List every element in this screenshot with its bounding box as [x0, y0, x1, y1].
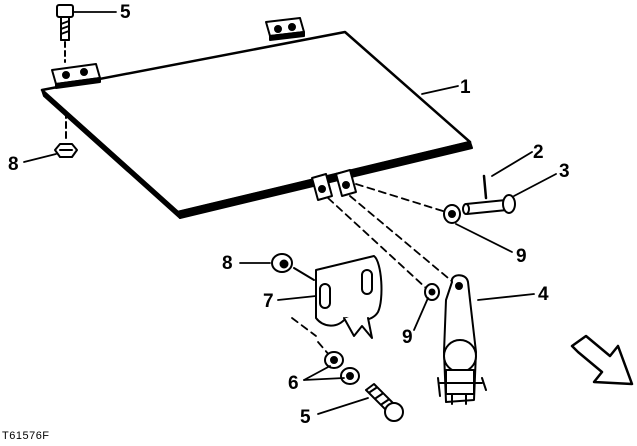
- hex-nut-mid: [271, 253, 293, 273]
- linkage-link: [437, 274, 487, 405]
- callout-5-bottom: 5: [300, 407, 311, 428]
- lock-washers: [324, 351, 360, 385]
- direction-arrow: [570, 334, 634, 386]
- leader-lines: [23, 11, 557, 415]
- washer-left: [424, 283, 440, 301]
- figure-id: T61576F: [2, 430, 50, 442]
- hinge-tab-left: [51, 63, 101, 89]
- leader-nut-to-bracket: [293, 267, 315, 281]
- callout-3: 3: [559, 161, 570, 182]
- cotter-pin: [482, 174, 488, 200]
- callout-4: 4: [538, 284, 549, 305]
- washer-right: [443, 204, 461, 224]
- callout-2: 2: [533, 142, 544, 163]
- hex-nut-left: [54, 143, 78, 158]
- clevis-pin: [462, 194, 516, 215]
- plate-part: [40, 30, 473, 219]
- callout-9-left: 9: [402, 327, 413, 348]
- cap-screw-bottom: [365, 383, 404, 422]
- callout-6: 6: [288, 373, 299, 394]
- hinge-tab-right: [265, 17, 305, 41]
- callout-9-right: 9: [516, 246, 527, 267]
- callout-5-top: 5: [120, 2, 131, 23]
- alignment-lines: [291, 183, 461, 357]
- callout-8-top: 8: [8, 154, 19, 175]
- callout-8-mid: 8: [222, 253, 233, 274]
- callout-7: 7: [263, 291, 274, 312]
- slotted-bracket: [315, 255, 383, 339]
- bracket-lugs: [311, 169, 357, 201]
- cap-screw-top: [56, 4, 74, 63]
- callout-1: 1: [460, 77, 471, 98]
